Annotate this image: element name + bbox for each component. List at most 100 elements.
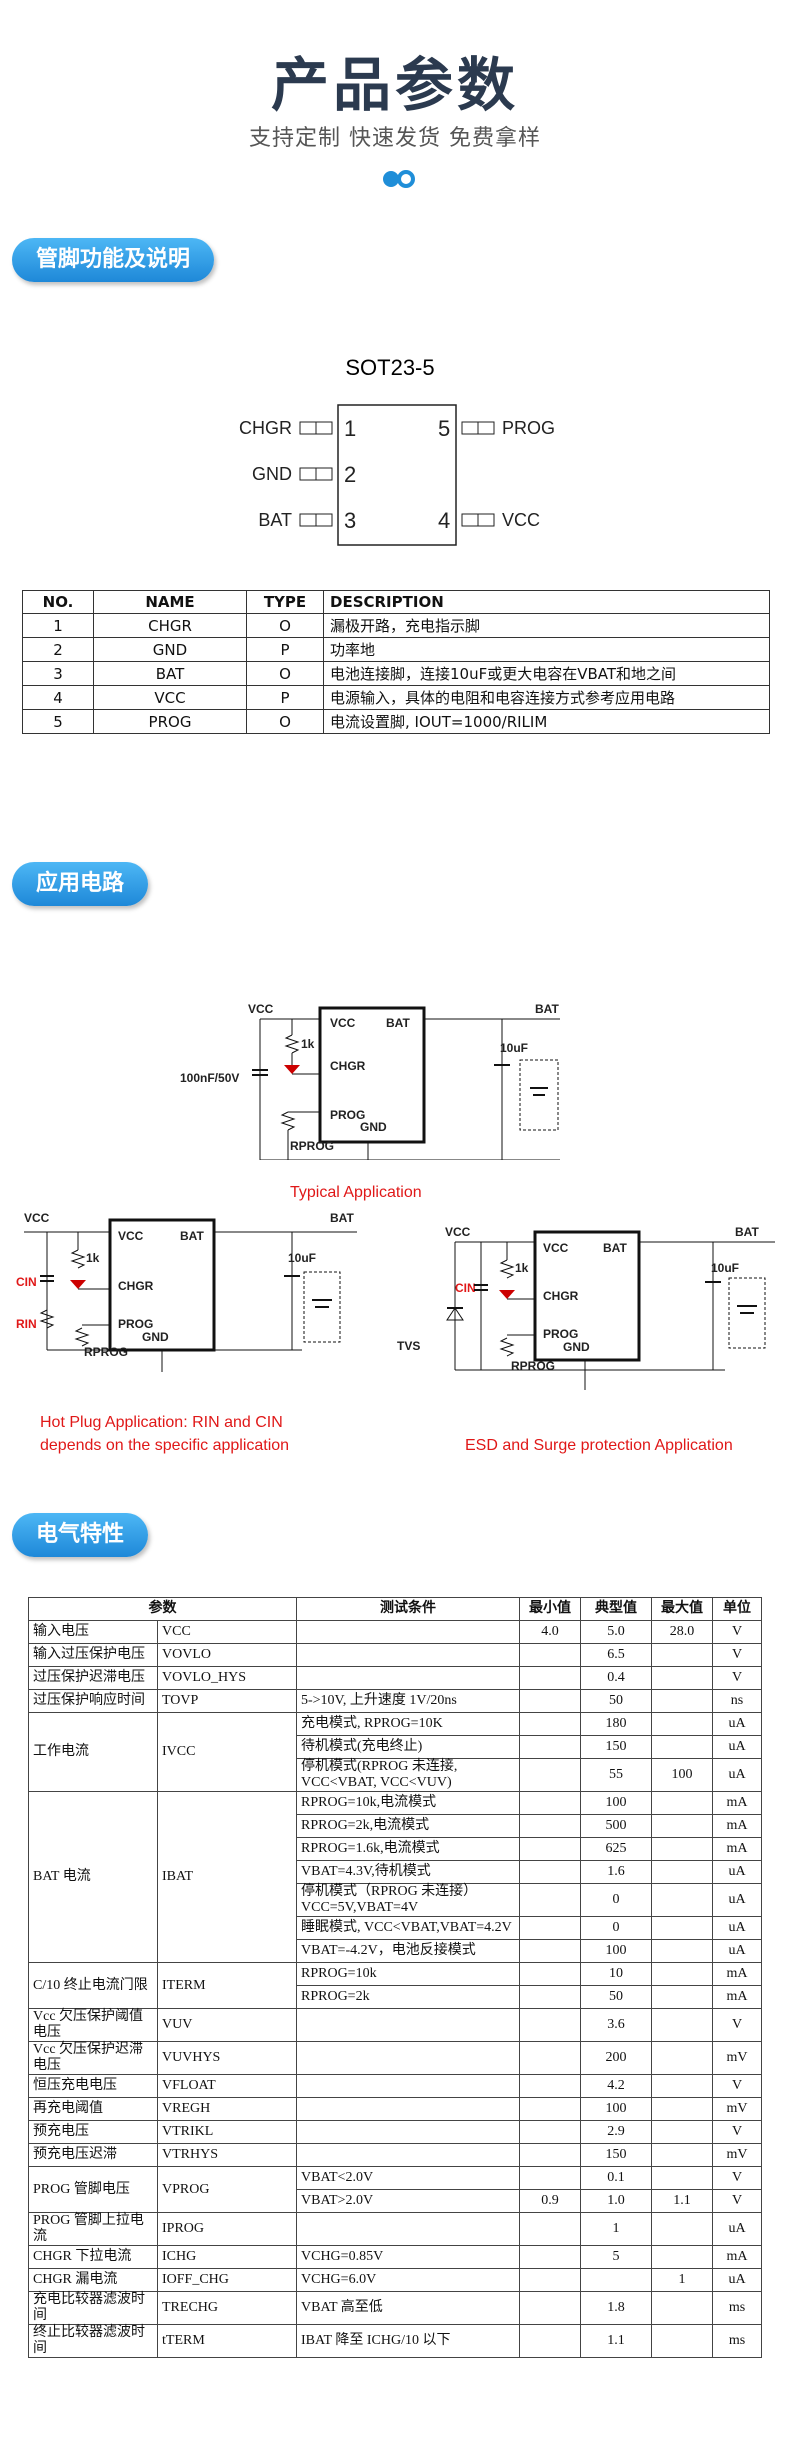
- min-cell: [519, 1883, 581, 1917]
- max-cell: [651, 1916, 713, 1940]
- esd-label: ESD and Surge protection Application: [465, 1437, 733, 1454]
- unit-cell: V: [712, 2120, 762, 2144]
- unit-cell: mA: [712, 1837, 762, 1861]
- typ-cell: 500: [580, 1814, 652, 1838]
- table-cell: 5: [22, 709, 94, 734]
- min-cell: [519, 1643, 581, 1667]
- typ-cell: 2.9: [580, 2120, 652, 2144]
- typ-cell: 6.5: [580, 1643, 652, 1667]
- table-cell: 电源输入，具体的电阻和电容连接方式参考应用电路: [323, 685, 770, 710]
- typ-vcc-label: VCC: [248, 1002, 274, 1016]
- cond-cell: [296, 2074, 520, 2098]
- table-cell: PROG: [93, 709, 247, 734]
- hp-pin-bat: BAT: [180, 1229, 204, 1243]
- typ-cell: 50: [580, 1689, 652, 1713]
- typ-cell: 3.6: [580, 2008, 652, 2042]
- param-cell: 输入电压: [28, 1620, 158, 1644]
- typ-cell: 0.1: [580, 2166, 652, 2190]
- max-cell: [651, 2324, 713, 2358]
- pin-label-vcc: VCC: [502, 510, 540, 530]
- max-cell: [651, 2291, 713, 2325]
- min-cell: [519, 1962, 581, 1986]
- typ-cell: 1: [580, 2212, 652, 2246]
- table-cell: 1: [22, 613, 94, 638]
- page-title: 产品参数: [270, 51, 519, 119]
- typ-cell: 150: [580, 2143, 652, 2167]
- typical-app-label: Typical Application: [290, 1184, 422, 1201]
- symbol-cell: ITERM: [157, 1962, 297, 2009]
- cond-cell: [296, 2212, 520, 2246]
- symbol-cell: VOVLO_HYS: [157, 1666, 297, 1690]
- param-cell: 充电比较器滤波时间: [28, 2291, 158, 2325]
- param-cell: 过压保护响应时间: [28, 1689, 158, 1713]
- param-cell: 过压保护迟滞电压: [28, 1666, 158, 1690]
- symbol-cell: ICHG: [157, 2245, 297, 2269]
- param-cell: PROG 管脚上拉电流: [28, 2212, 158, 2246]
- min-cell: [519, 2245, 581, 2269]
- typ-cap: 10uF: [500, 1041, 528, 1055]
- esd-tvs: TVS: [397, 1339, 420, 1353]
- unit-cell: uA: [712, 1883, 762, 1917]
- col-typ: 典型值: [580, 1597, 652, 1621]
- col-max: 最大值: [651, 1597, 713, 1621]
- table-cell: VCC: [93, 685, 247, 710]
- min-cell: [519, 2097, 581, 2121]
- section-elec-heading: 电气特性: [12, 1513, 149, 1557]
- unit-cell: V: [712, 1666, 762, 1690]
- package-name: SOT23-5: [345, 355, 434, 380]
- symbol-cell: IVCC: [157, 1712, 297, 1792]
- table-row: RPROG=2k,电流模式 500 mA: [29, 1814, 762, 1838]
- table-cell: GND: [93, 637, 247, 662]
- max-cell: [651, 1883, 713, 1917]
- min-cell: [519, 2291, 581, 2325]
- min-cell: [519, 2120, 581, 2144]
- typ-pin-chgr: CHGR: [330, 1059, 366, 1073]
- symbol-cell: IPROG: [157, 2212, 297, 2246]
- max-cell: [651, 2120, 713, 2144]
- table-cell: BAT: [93, 661, 247, 686]
- col-no: NO.: [22, 590, 94, 614]
- min-cell: [519, 2143, 581, 2167]
- param-cell: C/10 终止电流门限: [28, 1962, 158, 2009]
- cond-cell: 充电模式, RPROG=10K: [296, 1712, 520, 1736]
- min-cell: 4.0: [519, 1620, 581, 1644]
- unit-cell: V: [712, 2074, 762, 2098]
- cond-cell: RPROG=2k: [296, 1985, 520, 2009]
- symbol-cell: VTRIKL: [157, 2120, 297, 2144]
- typ-cell: 100: [580, 2097, 652, 2121]
- hp-cin: CIN: [16, 1275, 37, 1289]
- pin-num-3: 3: [344, 508, 356, 533]
- hp-rprog: RPROG: [84, 1345, 128, 1359]
- table-cell: O: [246, 709, 324, 734]
- esd-rprog: RPROG: [511, 1359, 555, 1373]
- min-cell: [519, 1758, 581, 1792]
- max-cell: 1: [651, 2268, 713, 2292]
- max-cell: [651, 1712, 713, 1736]
- min-cell: [519, 1666, 581, 1690]
- unit-cell: mA: [712, 1814, 762, 1838]
- unit-cell: uA: [712, 1735, 762, 1759]
- max-cell: 1.1: [651, 2189, 713, 2213]
- typ-cin-cap: 100nF/50V: [180, 1071, 239, 1085]
- cond-cell: VBAT<2.0V: [296, 2166, 520, 2190]
- param-cell: Vcc 欠压保护迟滞电压: [28, 2041, 158, 2075]
- cond-cell: RPROG=1.6k,电流模式: [296, 1837, 520, 1861]
- hp-vcc-label: VCC: [24, 1211, 50, 1225]
- param-cell: CHGR 下拉电流: [28, 2245, 158, 2269]
- unit-cell: uA: [712, 1939, 762, 1963]
- pin-label-gnd: GND: [252, 464, 292, 484]
- symbol-cell: VPROG: [157, 2166, 297, 2213]
- typ-cell: 150: [580, 1735, 652, 1759]
- unit-cell: uA: [712, 1758, 762, 1792]
- cond-cell: RPROG=2k,电流模式: [296, 1814, 520, 1838]
